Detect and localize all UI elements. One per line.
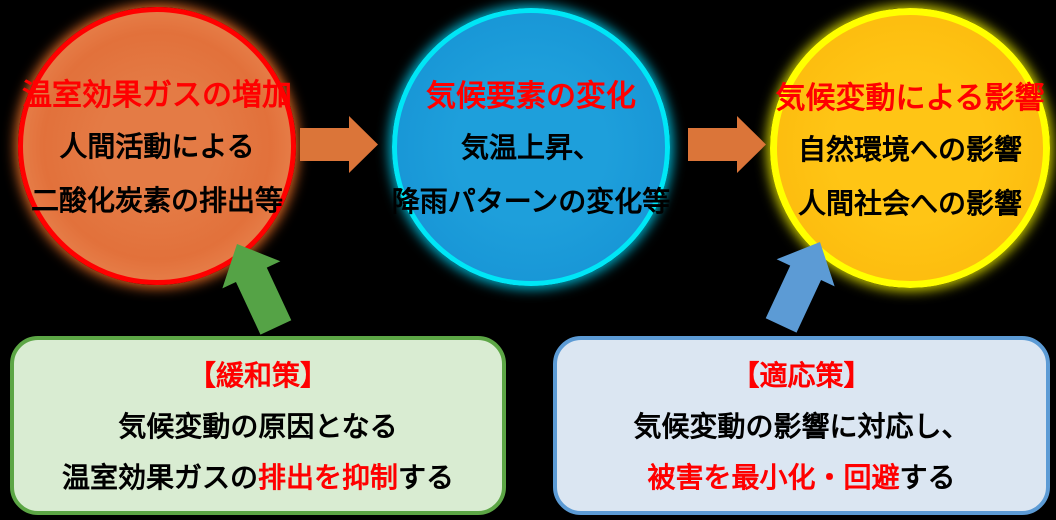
box-line-suffix: する: [398, 462, 455, 493]
circle-line: 人間社会への影響: [797, 188, 1023, 219]
circle-line: 気温上昇、: [460, 132, 602, 163]
circle-line: 人間活動による: [59, 131, 255, 162]
flow-right-arrow-1-icon: [300, 116, 378, 173]
circle-greenhouse-gas-increase: 温室効果ガスの増加 人間活動による 二酸化炭素の排出等: [18, 7, 296, 285]
box-title: 【緩和策】: [187, 360, 329, 391]
box-line: 気候変動の原因となる: [118, 411, 398, 442]
circle-climate-change-impact: 気候変動による影響 自然環境への影響 人間社会への影響: [770, 8, 1050, 288]
circle-title: 温室効果ガスの増加: [22, 79, 292, 112]
box-line: 温室効果ガスの排出を抑制する: [62, 460, 454, 496]
box-line-emphasis: 排出を抑制: [257, 462, 399, 493]
circle-climate-elements-change: 気候要素の変化 気温上昇、 降雨パターンの変化等: [392, 8, 670, 286]
circle-line: 降雨パターンの変化等: [391, 186, 671, 217]
box-line: 気候変動の影響に対応し、: [633, 411, 970, 442]
circle-line: 自然環境への影響: [797, 134, 1023, 165]
box-adaptation: 【適応策】 気候変動の影響に対応し、 被害を最小化・回避する: [553, 336, 1050, 515]
box-line-emphasis: 被害を最小化・回避: [647, 462, 900, 493]
flow-right-arrow-2-icon: [688, 116, 766, 173]
box-line-prefix: 温室効果ガスの: [61, 462, 258, 493]
circle-line: 二酸化炭素の排出等: [30, 185, 284, 216]
box-mitigation: 【緩和策】 気候変動の原因となる 温室効果ガスの排出を抑制する: [10, 336, 506, 515]
box-line-suffix: する: [899, 462, 956, 493]
circle-title: 気候変動による影響: [775, 82, 1045, 115]
box-line: 被害を最小化・回避する: [647, 460, 955, 496]
circle-title: 気候要素の変化: [426, 80, 636, 113]
box-title: 【適応策】: [731, 360, 872, 391]
